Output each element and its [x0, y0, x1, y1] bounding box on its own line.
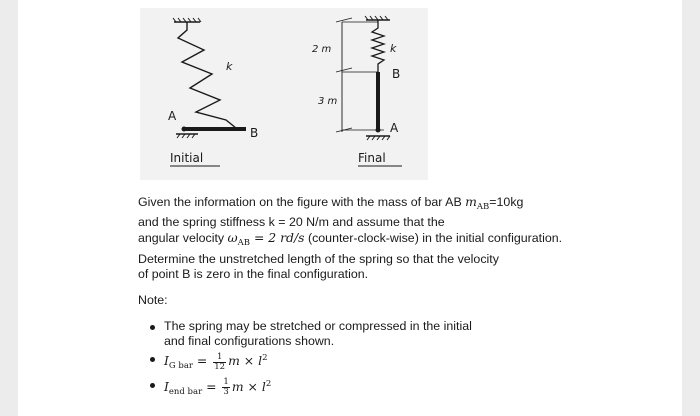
final-dim-lower-label: 3 m	[318, 96, 338, 107]
initial-configuration: k A B Initial	[168, 17, 258, 167]
problem-line-1: Given the information on the figure with…	[138, 194, 524, 212]
problem-statement: Given the information on the figure with…	[138, 194, 658, 282]
final-caption: Final	[358, 151, 386, 165]
final-dim-tick-mid	[335, 67, 353, 73]
figure-svg: k A B Initial 2 m 3 m	[168, 15, 402, 167]
final-spring	[369, 20, 387, 72]
bullet-dot	[150, 325, 155, 330]
mass-symbol: m	[465, 194, 477, 209]
note-label: Note:	[138, 293, 168, 307]
final-pin-a	[375, 127, 381, 133]
initial-spring-label: k	[226, 60, 233, 73]
bullet-dot	[150, 382, 155, 388]
omega-symbol: ω	[227, 230, 238, 246]
problem-line-2: and the spring stiffness k = 20 N/m and …	[138, 215, 445, 230]
initial-pin-a	[181, 126, 187, 132]
final-spring-label: k	[390, 42, 397, 55]
problem-line-5: of point B is zero in the final configur…	[138, 266, 369, 281]
final-point-b-label: B	[392, 67, 400, 81]
problem-line-3: angular velocity ωAB = 2 rd/s (counter-c…	[138, 230, 563, 249]
final-dim-upper-label: 2 m	[312, 44, 332, 55]
problem-figure: k A B Initial 2 m 3 m	[140, 8, 428, 180]
bullet-dot	[150, 357, 155, 363]
mass-subscript: AB	[476, 202, 490, 212]
final-point-a-label: A	[390, 121, 399, 135]
note-bullets: The spring may be stretched or compresse…	[148, 319, 588, 402]
initial-spring	[176, 22, 237, 129]
final-ceiling-hatch	[364, 15, 389, 21]
initial-point-a-label: A	[168, 109, 177, 123]
initial-point-b-label: B	[250, 126, 258, 140]
initial-ceiling-hatch	[172, 17, 202, 23]
initial-caption: Initial	[170, 151, 203, 165]
document-page: k A B Initial 2 m 3 m	[18, 0, 682, 416]
final-ground-hatch	[366, 135, 391, 141]
omega-value: = 2 rd/s	[250, 230, 305, 246]
final-configuration: 2 m 3 m k B A Final	[312, 15, 402, 167]
note-bullet-spring: The spring may be stretched or compresse…	[148, 319, 588, 349]
omega-subscript: AB	[237, 238, 251, 249]
final-dim-tick-top	[335, 17, 353, 23]
initial-ground-hatch	[176, 133, 196, 139]
problem-line-4: Determine the unstretched length of the …	[138, 251, 499, 266]
